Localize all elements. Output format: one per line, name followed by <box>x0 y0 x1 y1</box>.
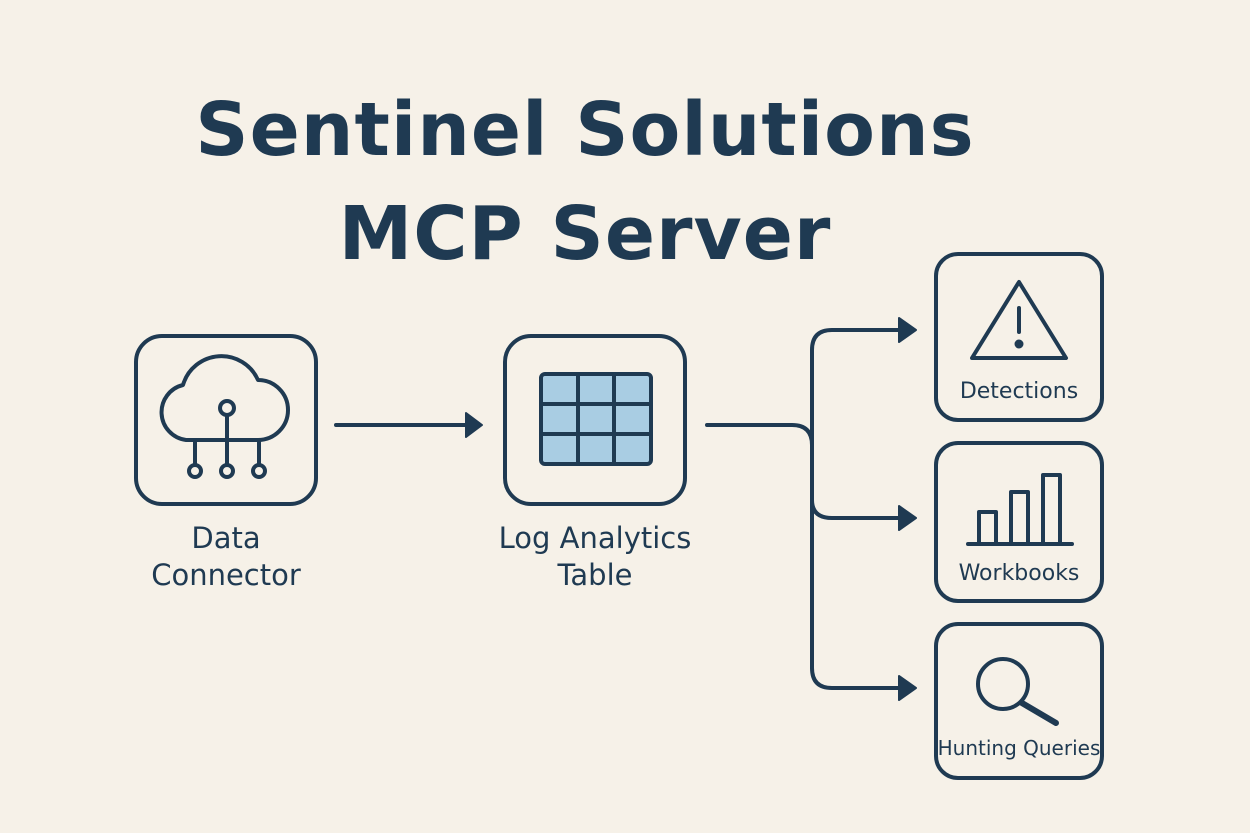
table-grid-icon <box>539 372 653 466</box>
data-connector-label: Data Connector <box>126 520 326 594</box>
detections-label: Detections <box>959 379 1079 404</box>
warning-triangle-icon <box>970 280 1068 360</box>
diagram-title: Sentinel Solutions MCP Server <box>0 78 1170 286</box>
title-line-2: MCP Server <box>338 191 832 277</box>
data-connector-box <box>134 334 318 506</box>
arrow-to-detections <box>898 317 917 343</box>
detections-box <box>934 252 1104 422</box>
log-analytics-label-line-2: Table <box>557 558 633 592</box>
cloud-network-icon <box>159 354 290 479</box>
arrow-to-hunting-queries <box>898 675 917 701</box>
data-connector-label-line-2: Connector <box>151 558 301 592</box>
hunting-queries-box <box>934 622 1104 780</box>
log-analytics-box <box>503 334 687 506</box>
workbooks-box <box>934 441 1104 603</box>
data-connector-label-line-1: Data <box>191 521 261 555</box>
log-analytics-label: Log Analytics Table <box>465 520 725 594</box>
log-analytics-label-line-1: Log Analytics <box>498 521 692 555</box>
branch-connector <box>705 328 902 690</box>
workbooks-label: Workbooks <box>958 561 1080 586</box>
bar-chart-icon <box>966 473 1074 546</box>
title-line-1: Sentinel Solutions <box>195 87 975 173</box>
magnifier-icon <box>976 657 1059 726</box>
arrow-to-workbooks <box>898 505 917 531</box>
hunting-queries-label: Hunting Queries <box>937 736 1101 760</box>
